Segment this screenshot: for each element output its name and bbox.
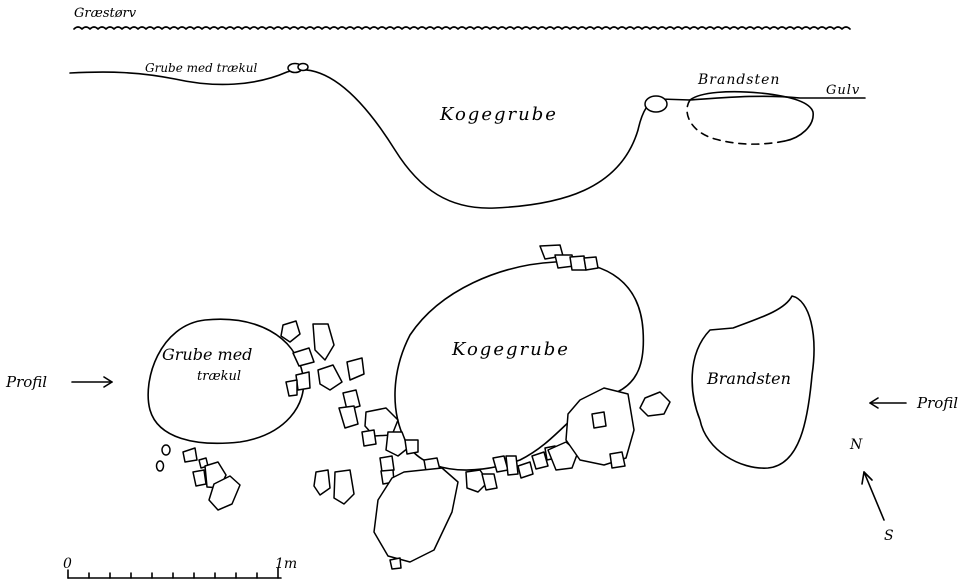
stone	[155, 460, 165, 472]
stone	[161, 444, 171, 456]
stone	[404, 439, 419, 455]
stone	[342, 389, 361, 411]
stone	[609, 451, 626, 469]
section-cooking-pit-label: Kogegrube	[439, 104, 558, 125]
stone	[379, 455, 395, 473]
scale-start-label: 0	[63, 556, 72, 572]
stone	[333, 469, 355, 505]
stone	[338, 405, 359, 429]
section-profile: Græstørv Grube med trækul Kogegrube Bran…	[69, 6, 866, 209]
plan-cooking-pit-label: Kogegrube	[451, 339, 570, 360]
fire-stone-outline	[691, 295, 815, 469]
plan-charcoal-pit-label-2: trækul	[197, 369, 241, 384]
profile-right-label: Profil	[916, 394, 958, 412]
north-label: N	[849, 437, 863, 453]
fire-stone-lens-top	[689, 90, 814, 142]
profile-left-arrow	[71, 376, 113, 388]
stone	[182, 447, 198, 463]
stone	[192, 469, 207, 487]
stone	[505, 455, 519, 476]
turf-line	[73, 26, 851, 30]
section-stone	[644, 95, 668, 113]
scale-bar	[67, 567, 282, 579]
stone	[312, 323, 335, 361]
stone	[389, 557, 402, 570]
stone	[517, 461, 534, 479]
section-stone	[297, 62, 309, 72]
plan-fire-stone-label: Brandsten	[706, 369, 791, 388]
stone	[346, 357, 365, 381]
stone	[361, 429, 377, 447]
profile-left-label: Profil	[5, 373, 47, 391]
stone	[531, 451, 549, 470]
stone	[481, 473, 498, 491]
scale-end-label: 1m	[275, 556, 297, 572]
section-floor-label: Gulv	[826, 83, 860, 98]
charcoal-pit-outline	[147, 318, 305, 445]
north-arrow-icon	[861, 471, 885, 521]
stone	[591, 411, 607, 429]
turf-label: Græstørv	[74, 6, 137, 21]
stone	[280, 320, 301, 343]
stone	[313, 469, 331, 496]
stone	[583, 256, 599, 271]
stone	[639, 391, 671, 417]
plan-charcoal-pit-label-1: Grube med	[162, 345, 252, 364]
stone	[385, 431, 409, 457]
south-label: S	[884, 528, 894, 544]
profile-right-arrow	[869, 397, 907, 409]
plan-view: Grube med trækul Kogegrube Brandsten	[5, 244, 958, 579]
section-charcoal-pit-label: Grube med trækul	[145, 61, 257, 75]
stone	[547, 441, 579, 471]
stone	[295, 371, 311, 391]
section-ground-line	[69, 69, 866, 209]
section-fire-stone-label: Brandsten	[697, 72, 780, 88]
stone	[292, 347, 315, 367]
stone	[373, 467, 459, 563]
stone	[208, 475, 241, 511]
stone	[285, 379, 298, 397]
fire-stone-lens-bottom-dashed	[686, 99, 786, 145]
stone	[317, 364, 343, 391]
